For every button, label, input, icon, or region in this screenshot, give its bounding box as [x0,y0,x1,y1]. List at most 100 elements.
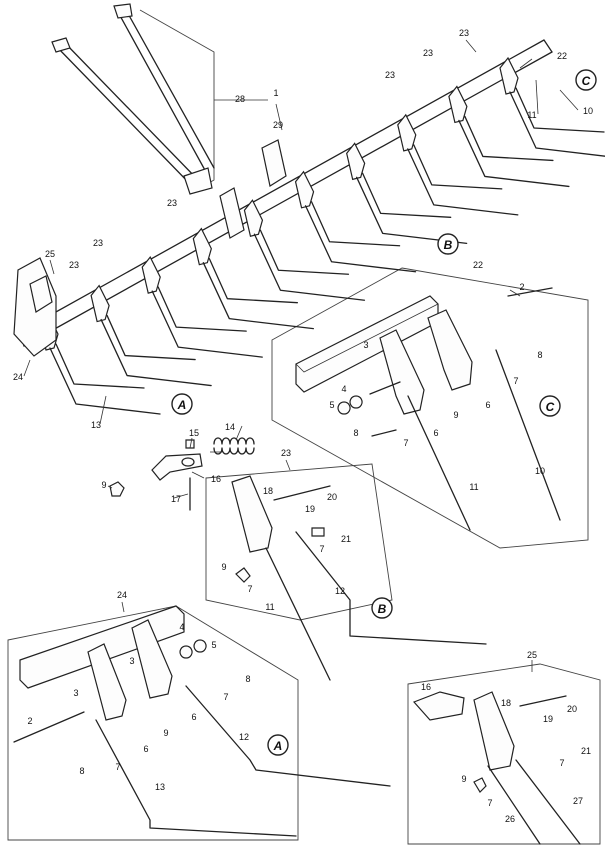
callout-number: 8 [353,428,358,438]
badge-c-main-label: C [582,74,591,88]
tine-holder [499,56,519,95]
tine-holder [243,199,264,237]
detail-22-parts [295,287,561,531]
spring-14 [210,437,255,455]
badge-b-detail-label: B [378,602,387,616]
detail-panel-25 [407,663,601,845]
tine-wire [157,286,247,332]
tine-wire [304,205,417,273]
callout-number: 18 [263,486,273,496]
callout-number: 27 [573,796,583,806]
callout-number: 7 [487,798,492,808]
callout-number: 29 [273,120,283,130]
tine-holder [192,227,212,266]
callout-number: 9 [221,562,226,572]
depth-plate-29 [219,139,287,239]
tine-wire [253,233,366,301]
callout-number: 25 [527,650,537,660]
callout-number: 3 [73,688,78,698]
tine-wire [356,176,468,244]
callout-number: 6 [433,428,438,438]
tine-wire [509,91,605,157]
callout-number: 23 [385,70,395,80]
callout-number: 7 [513,376,518,386]
callout-number: 2 [27,716,32,726]
detail-24-parts [13,605,391,837]
main-tines [39,56,605,415]
callout-number: 7 [403,438,408,448]
callout-number: 23 [281,448,291,458]
callout-number: 24 [117,590,127,600]
callout-number: 9 [163,728,168,738]
tine-wire [208,258,298,304]
callout-number: 4 [179,622,184,632]
callout-number: 8 [245,674,250,684]
badge-c-detail: C [539,395,561,417]
badge-a-main-label: A [177,398,187,412]
tine-holder [294,170,315,209]
callout-number: 11 [469,482,478,492]
tine-holder [397,113,417,152]
detail-25-parts [412,691,581,845]
detail-panel-23 [205,463,393,621]
callout-number: 21 [581,746,591,756]
detail-panel-22 [271,267,589,549]
callout-number: 16 [211,474,221,484]
callout-number: 7 [115,762,120,772]
callout-number: 12 [239,732,249,742]
callout-number: 3 [363,340,368,350]
callout-number: 5 [211,640,216,650]
callout-number: 11 [527,110,536,120]
tine-wire [362,172,452,218]
callout-number: 9 [453,410,458,420]
badge-b-main: B [437,233,459,255]
nut-9-hinge [109,481,125,497]
callout-number: 10 [535,466,545,476]
callout-number: 28 [235,94,245,104]
callout-number: 23 [423,48,433,58]
callout-number: 6 [485,400,490,410]
callout-number: 2 [519,282,524,292]
badge-b-main-label: B [444,238,453,252]
callout-number: 24 [13,372,23,382]
callout-number: 25 [45,249,55,259]
callout-number: 7 [559,758,564,768]
badge-a-main: A [171,393,193,415]
hinge-bracket-16 [151,439,203,511]
callout-number: 4 [341,384,346,394]
callout-number: 26 [505,814,515,824]
callout-number: 13 [155,782,165,792]
tine-wire [458,119,570,188]
tine-holder [90,284,110,323]
tine-wire [100,318,212,387]
tine-wire [55,343,145,389]
callout-number: 19 [305,504,315,514]
transport-bars [51,3,215,195]
callout-number: 6 [143,744,148,754]
tine-wire [407,148,519,216]
callout-number: 19 [543,714,553,724]
tine-wire [151,290,263,358]
badge-a-detail: A [267,734,289,756]
badge-c-detail-label: C [546,400,555,414]
tine-wire [464,115,554,162]
callout-number: 23 [69,260,79,270]
callout-number: 3 [129,656,134,666]
callout-number: 10 [583,106,593,116]
callout-number: 22 [473,260,483,270]
tine-holder [346,142,366,181]
tine-wire [310,201,401,247]
callout-number: 22 [557,51,567,61]
callout-number: 1 [273,88,278,98]
callout-number: 11 [265,602,274,612]
end-bracket-left-25 [13,257,57,357]
tine-holder [141,256,161,294]
callout-number: 7 [223,692,228,702]
callout-number: 23 [167,198,177,208]
callout-number: 23 [459,28,469,38]
tine-wire [413,144,503,190]
callout-number: 18 [501,698,511,708]
tine-holder [448,85,468,124]
callout-number: 23 [93,238,103,248]
bracket-28 [139,9,268,195]
